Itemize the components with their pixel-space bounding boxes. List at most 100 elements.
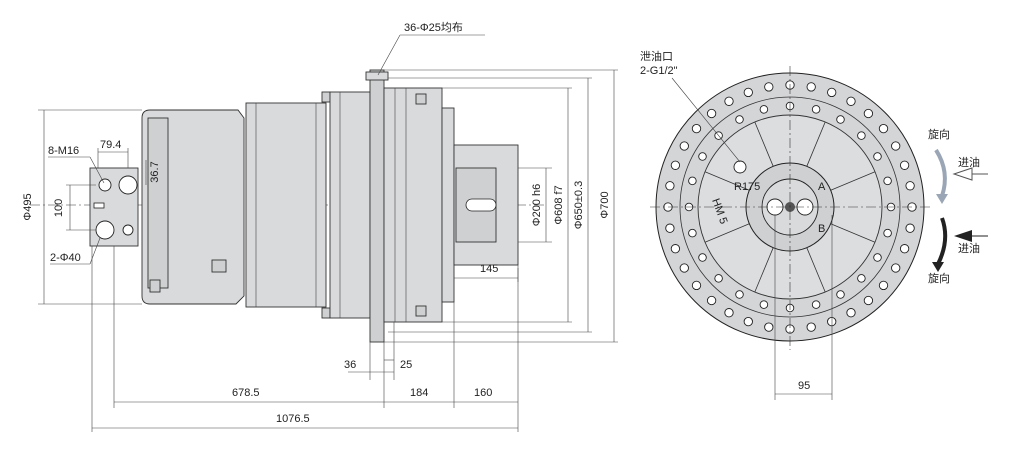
outer-bolt-hole (665, 223, 675, 233)
rotation-arrow-top-head-icon (936, 194, 948, 204)
inner-bolt-hole (883, 228, 892, 238)
stage1-bolt-top (321, 91, 331, 103)
mounting-flange (369, 69, 385, 343)
inlet-top-label: 进油 (958, 155, 980, 169)
hub-spoke (830, 171, 876, 191)
port-hole-large-bottom (95, 220, 115, 240)
dim-flange-thk-left: 36 (344, 359, 356, 371)
outer-bolt-hole (899, 160, 910, 170)
port-a-label: A (818, 181, 826, 193)
rotation-top-label: 旋向 (928, 127, 950, 141)
inner-bolt-hole (811, 105, 821, 114)
front-bolt-top (415, 93, 427, 105)
dim-shaft-dia: Φ200 h6 (531, 184, 543, 226)
flange-bolts-label: 8-M16 (48, 145, 79, 157)
dim-flange-thk-right: 25 (400, 359, 412, 371)
inner-bolt-hole (857, 131, 866, 140)
dim-shaft-length: 145 (480, 263, 498, 275)
front-housing (383, 87, 443, 323)
hub-spoke (806, 247, 826, 293)
inner-bolt-hole (688, 228, 697, 238)
dim-length-to-flange: 678.5 (232, 387, 260, 399)
inlet-arrow-bottom-icon (954, 230, 972, 242)
hub-spoke (704, 171, 750, 191)
dim-flange-to-shoulder: 184 (410, 387, 428, 399)
outer-bolt-hole (724, 96, 734, 106)
inner-bolt-hole (759, 300, 769, 309)
dim-shoulder-to-end: 160 (474, 387, 492, 399)
dim-port-spacing: 95 (798, 380, 810, 392)
rotation-arrow-bottom-icon (936, 217, 948, 265)
outer-bolt-hole (665, 181, 675, 191)
drain-port (733, 160, 747, 174)
rotation-arrow-top-icon (934, 148, 947, 197)
drain-label-line1: 泄油口 (640, 49, 673, 63)
flange-top-bolt (365, 71, 389, 81)
port-slot (93, 202, 105, 209)
gear-stage-1 (245, 102, 327, 308)
inner-bolt-hole (735, 115, 744, 124)
side-view: 36-Φ25均布 Φ495 8-M16 79.4 36.7 100 2-Φ40 … (22, 21, 618, 432)
outer-bolt-hole (878, 280, 889, 291)
gear-stage-2 (329, 91, 371, 319)
dim-flange-height: 100 (53, 199, 65, 217)
inner-bolt-hole (873, 152, 882, 161)
stage1-bolt-bottom (321, 307, 331, 319)
inner-bolt-hole (698, 152, 707, 161)
rotation-arrow-bottom-head-icon (932, 262, 944, 272)
outer-bolt-hole (905, 223, 915, 233)
inner-bolt-hole (857, 274, 866, 283)
port-hole-large-top (118, 175, 138, 195)
outer-bolt-hole (827, 87, 837, 98)
inner-bolt-hole (836, 115, 845, 124)
bolt-holes-label: 36-Φ25均布 (404, 21, 463, 34)
motor-rib (147, 117, 169, 289)
front-collar (441, 107, 455, 303)
inner-bolt-hole (714, 274, 723, 283)
outer-bolt-hole (670, 160, 681, 170)
outer-bolt-hole (878, 123, 889, 134)
hub-spoke (754, 121, 774, 167)
outer-bolt-hole (743, 316, 753, 327)
outer-bolt-hole (899, 244, 910, 254)
inner-bolt-hole (759, 105, 769, 114)
outer-bolt-hole (846, 308, 856, 318)
outer-bolt-hole (706, 295, 717, 306)
outer-bolt-hole (863, 108, 874, 119)
hub-spoke (806, 121, 826, 167)
front-view: A B HM 5 R175 泄油口 2-G1/2" 95 旋向 进油 进油 旋向 (640, 49, 988, 400)
port-hole-top (98, 178, 112, 192)
outer-bolt-hole (743, 87, 753, 98)
dim-flange-width: 79.4 (100, 139, 121, 151)
outer-bolt-hole (863, 295, 874, 306)
outer-bolt-hole (724, 308, 734, 318)
port-holes-label: 2-Φ40 (50, 252, 81, 264)
port-hole-bottom (122, 224, 134, 236)
outer-bolt-hole (691, 280, 702, 291)
inner-bolt-hole (811, 300, 821, 309)
outer-bolt-holes (663, 80, 917, 334)
inner-bolt-hole (836, 290, 845, 299)
dim-outer-dia: Φ700 (599, 191, 611, 218)
outer-bolt-hole (764, 322, 774, 332)
shaft-keyway (465, 198, 497, 212)
hub-spoke (704, 223, 750, 243)
inlet-bottom-label: 进油 (958, 241, 980, 255)
front-bolt-bottom (415, 305, 427, 317)
outer-bolt-hole (806, 322, 816, 332)
inner-bolt-hole (883, 176, 892, 186)
outer-bolt-hole (706, 108, 717, 119)
hub-spoke (830, 223, 876, 243)
motor-boss (211, 259, 227, 273)
outer-bolt-hole (846, 96, 856, 106)
dim-flange-offset: 36.7 (149, 161, 161, 182)
dim-body-dia: Φ495 (22, 193, 34, 220)
inlet-arrow-top-icon (952, 167, 973, 181)
radius-label: R175 (734, 181, 760, 193)
outer-bolt-hole (679, 263, 689, 273)
outer-bolt-hole (691, 123, 702, 134)
outer-bolt-hole (891, 263, 901, 273)
inner-bolt-hole (698, 253, 707, 262)
dim-overall-length: 1076.5 (276, 413, 310, 425)
